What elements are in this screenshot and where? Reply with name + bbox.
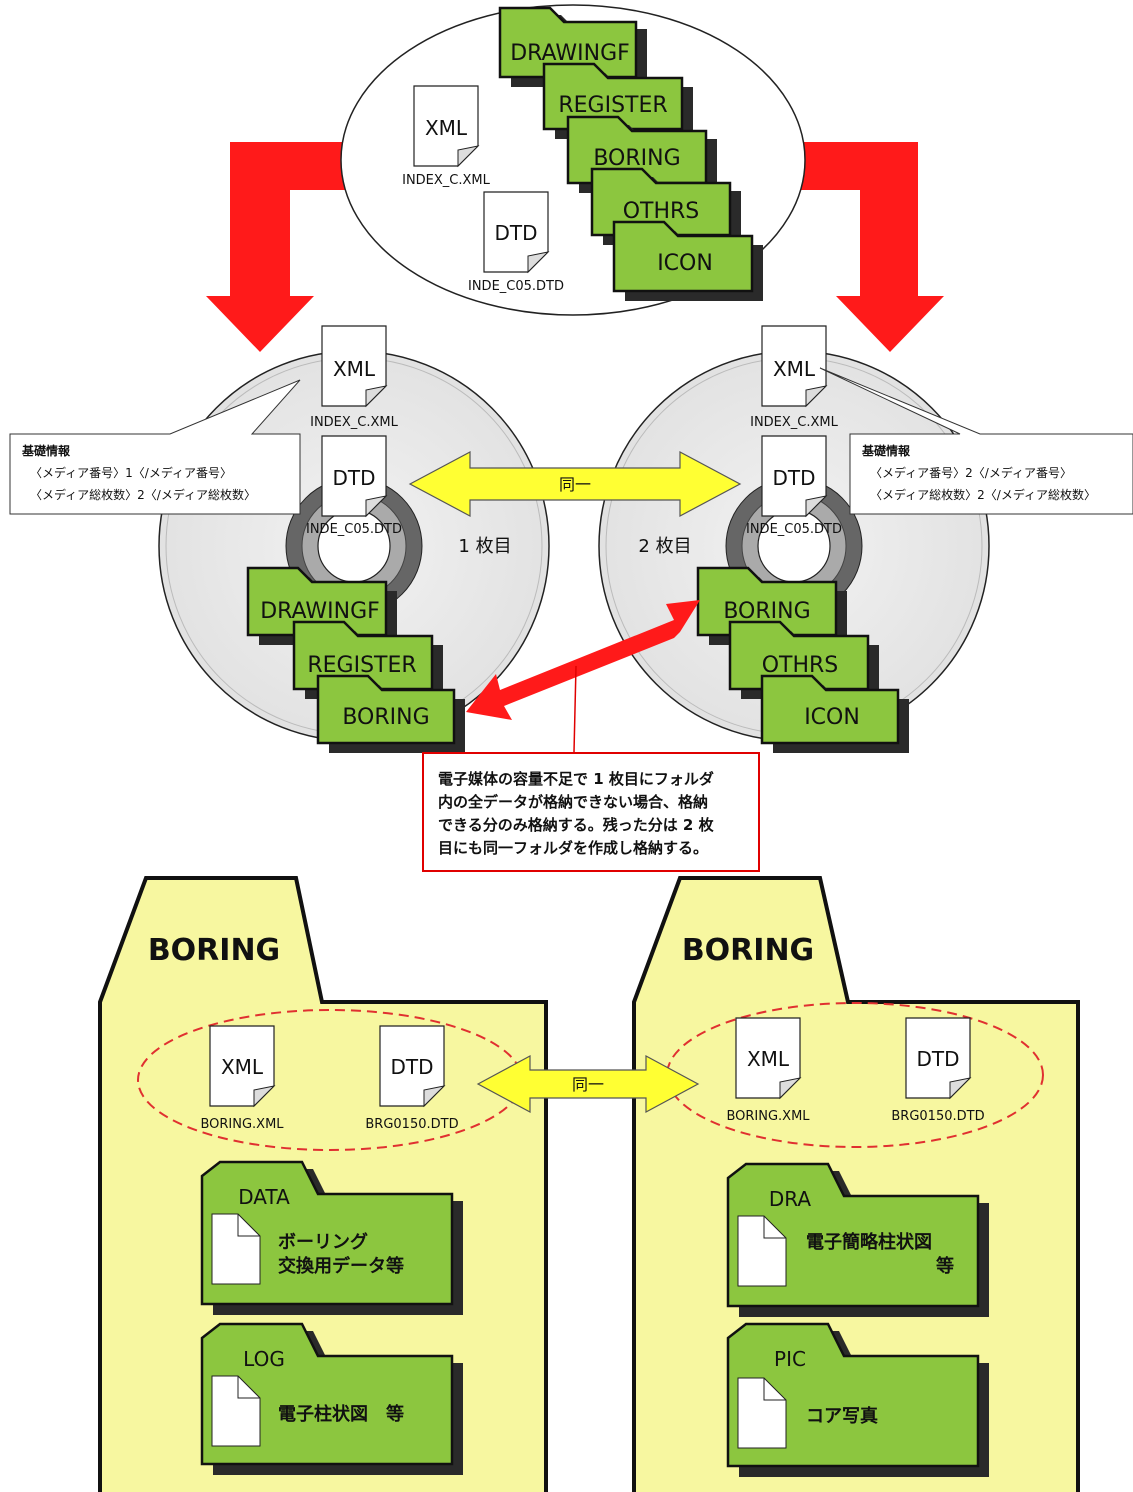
svg-text:REGISTER: REGISTER [307, 653, 416, 678]
folder-label: BORING [593, 146, 680, 171]
info-media-total: 〈メディア総枚数〉2〈/メディア総枚数〉 [30, 488, 256, 502]
info-title: 基礎情報 [862, 444, 911, 458]
folder-label: REGISTER [558, 93, 667, 118]
callout-line: できる分のみ格納する。残った分は 2 枚 [438, 816, 714, 834]
boring-right-dtd-doc-icon: DTD [905, 1017, 972, 1100]
boring-right-dtd-filename: BRG0150.DTD [891, 1109, 984, 1124]
top-dtd-doc-icon: DTD [483, 191, 550, 274]
svg-text:電子簡略柱状図: 電子簡略柱状図 [806, 1231, 932, 1253]
callout-line: 電子媒体の容量不足で 1 枚目にフォルダ [438, 770, 714, 788]
top-xml-icon-label: XML [425, 116, 468, 140]
svg-text:BORING: BORING [723, 599, 810, 624]
svg-text:DTD: DTD [390, 1055, 433, 1079]
svg-text:XML: XML [333, 357, 376, 381]
same-double-arrow-top [408, 451, 742, 517]
disc-2-info-text: 基礎情報 〈メディア番号〉2〈/メディア番号〉 〈メディア総枚数〉2〈/メディア… [862, 440, 1096, 506]
svg-text:BORING: BORING [342, 705, 429, 730]
disc-1-info-callout [9, 379, 301, 515]
disc-1-folder-boring[interactable]: BORING [316, 674, 465, 753]
info-media-number: 〈メディア番号〉1〈/メディア番号〉 [30, 466, 232, 480]
svg-text:OTHRS: OTHRS [762, 653, 839, 678]
disc-1-folder-register[interactable]: REGISTER [292, 620, 443, 699]
subfolder-data[interactable]: DATA ボーリング 交換用データ等 [200, 1160, 463, 1315]
svg-text:PIC: PIC [774, 1347, 806, 1371]
disc-2-xml-doc-icon: XML [761, 325, 828, 408]
disc-1-xml-doc-icon: XML [321, 325, 388, 408]
disc-2-folder-icon[interactable]: ICON [760, 674, 909, 753]
top-xml-filename: INDEX_C.XML [402, 173, 491, 188]
red-arrow-left [206, 142, 372, 352]
folder-label: DRAWINGF [510, 41, 630, 66]
disc-1-info-text: 基礎情報 〈メディア番号〉1〈/メディア番号〉 〈メディア総枚数〉2〈/メディア… [22, 440, 256, 506]
top-folder-icon[interactable]: ICON [612, 220, 763, 301]
folder-label: ICON [657, 251, 713, 276]
disc-1-dtd-filename: INDE_C05.DTD [306, 522, 402, 537]
boring-left-dtd-doc-icon: DTD [379, 1025, 446, 1108]
svg-text:XML: XML [221, 1055, 264, 1079]
svg-text:DTD: DTD [332, 466, 375, 490]
subfolder-pic[interactable]: PIC コア写真 [726, 1322, 989, 1477]
disc-2-xml-filename: INDEX_C.XML [750, 415, 839, 430]
svg-text:XML: XML [747, 1047, 790, 1071]
boring-left-xml-doc-icon: XML [209, 1025, 276, 1108]
disc-1-folder-drawingf[interactable]: DRAWINGF [246, 566, 397, 645]
disc-1-dtd-doc-icon: DTD [321, 435, 388, 518]
folder-label: OTHRS [623, 199, 700, 224]
callout-line: 目にも同一フォルダを作成し格納する。 [438, 839, 709, 857]
info-media-total: 〈メディア総枚数〉2〈/メディア総枚数〉 [870, 488, 1096, 502]
disc-1-xml-filename: INDEX_C.XML [310, 415, 399, 430]
red-arrow-right [778, 142, 944, 352]
callout-pointer-line [573, 665, 577, 753]
callout-line: 内の全データが格納できない場合、格納 [438, 793, 709, 811]
disc-2-label: 2 枚目 [638, 536, 691, 557]
boring-left-xml-filename: BORING.XML [200, 1117, 284, 1132]
disc-2-dtd-filename: INDE_C05.DTD [746, 522, 842, 537]
dashed-group-right [666, 1002, 1044, 1148]
big-folder-title: BORING [682, 933, 814, 968]
top-xml-doc-icon: XML [413, 85, 480, 168]
info-title: 基礎情報 [22, 444, 71, 458]
red-double-arrow [466, 600, 700, 720]
svg-text:DRAWINGF: DRAWINGF [260, 599, 380, 624]
svg-text:XML: XML [773, 357, 816, 381]
disc-2-dtd-doc-icon: DTD [761, 435, 828, 518]
top-dtd-icon-label: DTD [494, 221, 537, 245]
svg-text:DTD: DTD [772, 466, 815, 490]
same-label-bottom: 同一 [572, 1075, 604, 1094]
same-double-arrow-bottom [476, 1054, 700, 1114]
subfolder-log[interactable]: LOG 電子柱状図 等 [200, 1322, 463, 1475]
top-dtd-filename: INDE_C05.DTD [468, 279, 564, 294]
same-label-top: 同一 [559, 475, 591, 494]
svg-text:ICON: ICON [804, 705, 860, 730]
disc-2-info-callout [819, 367, 1133, 515]
svg-text:DATA: DATA [238, 1185, 290, 1209]
svg-text:電子柱状図 等: 電子柱状図 等 [278, 1403, 404, 1425]
svg-text:LOG: LOG [243, 1347, 285, 1371]
big-folder-title: BORING [148, 933, 280, 968]
split-storage-callout: 電子媒体の容量不足で 1 枚目にフォルダ 内の全データが格納できない場合、格納 … [422, 752, 760, 872]
boring-right-xml-filename: BORING.XML [726, 1109, 810, 1124]
boring-right-xml-doc-icon: XML [735, 1017, 802, 1100]
svg-text:DTD: DTD [916, 1047, 959, 1071]
subfolder-dra[interactable]: DRA 電子簡略柱状図 等 [726, 1162, 989, 1317]
svg-text:コア写真: コア写真 [806, 1405, 878, 1427]
disc-1-label: 1 枚目 [458, 536, 511, 557]
svg-text:DRA: DRA [769, 1187, 811, 1211]
info-media-number: 〈メディア番号〉2〈/メディア番号〉 [870, 466, 1072, 480]
svg-text:ボーリング: ボーリング [278, 1231, 368, 1253]
svg-text:等: 等 [936, 1255, 954, 1277]
boring-left-dtd-filename: BRG0150.DTD [365, 1117, 458, 1132]
svg-text:交換用データ等: 交換用データ等 [278, 1255, 404, 1277]
